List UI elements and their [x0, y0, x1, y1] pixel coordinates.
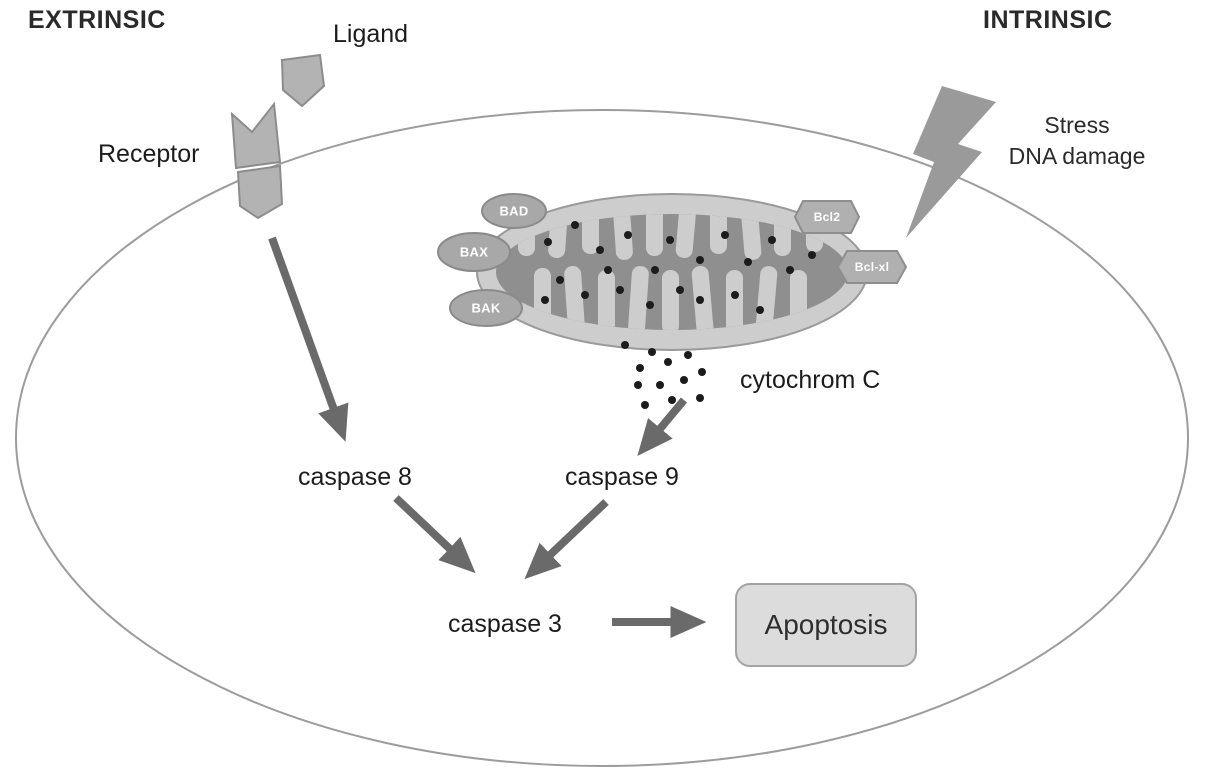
arrow-cytochrome-to-caspase9: [637, 397, 688, 456]
bax-shape: [437, 232, 511, 272]
caspase9-label: caspase 9: [565, 463, 679, 491]
ligand-label: Ligand: [333, 20, 409, 48]
intrinsic-title: INTRINSIC: [983, 6, 1113, 34]
bak-shape: [449, 289, 523, 327]
apoptosis-box: [735, 583, 917, 667]
caspase3-label: caspase 3: [448, 610, 562, 638]
bad-label: BAD: [499, 203, 529, 219]
bad-shape: [481, 193, 547, 229]
mitochondrion: [476, 193, 868, 351]
bclxl-label: Bcl-xl: [854, 260, 890, 274]
bcl2-label: Bcl2: [813, 210, 841, 224]
extrinsic-title: EXTRINSIC: [28, 6, 166, 34]
cytochrome-c-label: cytochrom C: [740, 366, 881, 394]
pathway-arrows: [268, 236, 707, 638]
stress-label: Stress DNA damage: [1008, 112, 1146, 169]
bcl-family-right: [793, 200, 908, 284]
caspase8-label: caspase 8: [298, 463, 412, 491]
stress-lightning-icon: [906, 86, 996, 238]
receptor-label: Receptor: [98, 140, 200, 168]
bax-label: BAX: [459, 244, 489, 260]
bcl2-shape: [793, 200, 861, 234]
arrow-caspase8-to-caspase3: [393, 495, 476, 574]
bak-label: BAK: [471, 300, 501, 316]
arrow-receptor-to-caspase8: [268, 236, 349, 442]
apoptosis-label: Apoptosis: [764, 609, 888, 640]
receptor-shape: [230, 101, 284, 220]
bclxl-shape: [836, 250, 908, 284]
cytochrome-dots-released: [621, 341, 706, 409]
ligand-shape: [280, 53, 326, 108]
bcl-family-left: [437, 193, 547, 327]
arrow-caspase9-to-caspase3: [524, 499, 609, 580]
cytochrome-dots-inside: [541, 221, 816, 314]
